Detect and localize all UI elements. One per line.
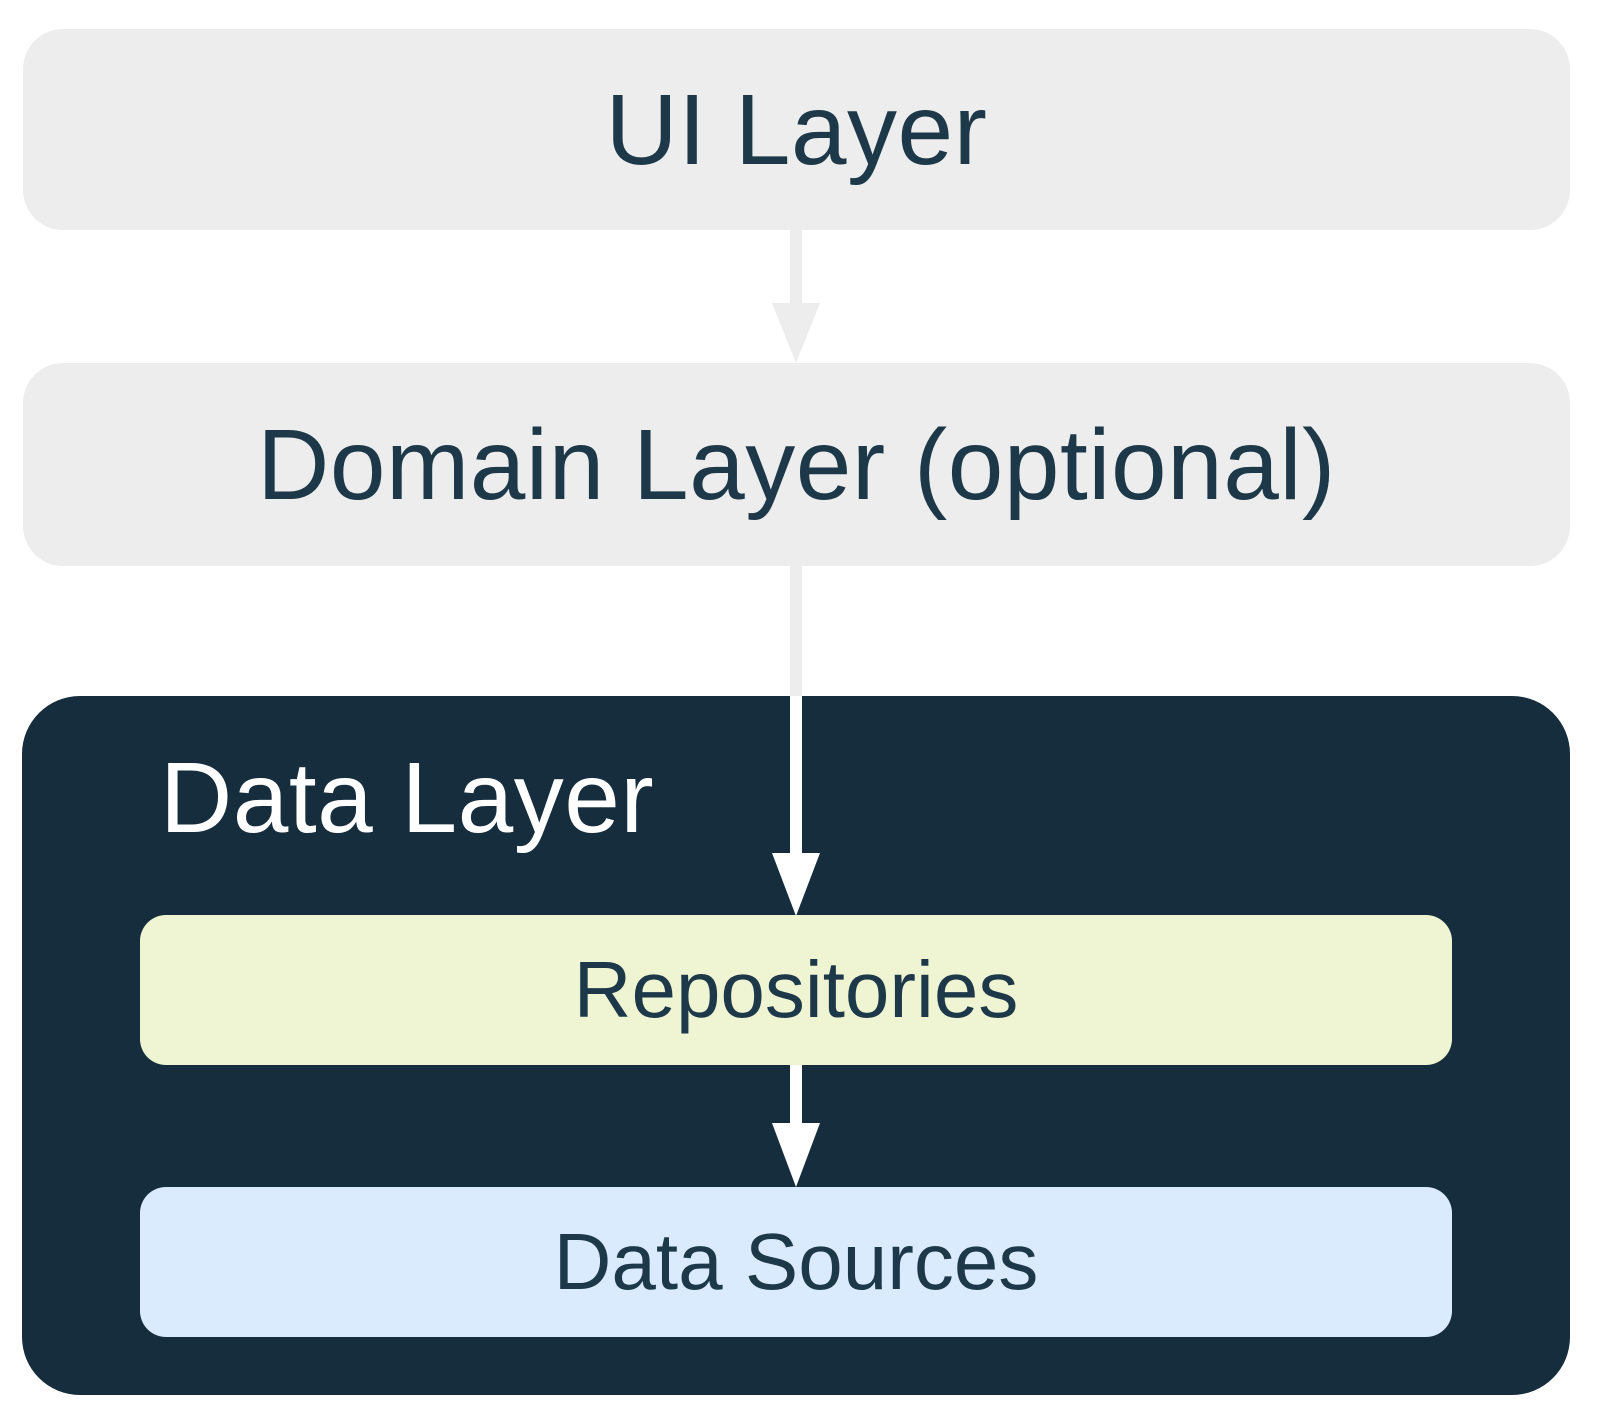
- repositories-label: Repositories: [573, 945, 1019, 1034]
- domain-layer-box: Domain Layer (optional): [23, 363, 1570, 566]
- ui-layer-box: UI Layer: [23, 29, 1570, 230]
- arrow-down-icon: [790, 696, 802, 855]
- arrow-down-icon: [790, 566, 802, 696]
- repositories-box: Repositories: [140, 915, 1452, 1065]
- data-sources-box: Data Sources: [140, 1187, 1452, 1337]
- arrow-down-icon: [790, 230, 802, 305]
- ui-layer-label: UI Layer: [605, 73, 988, 186]
- data-sources-label: Data Sources: [553, 1217, 1039, 1306]
- domain-layer-label: Domain Layer (optional): [257, 408, 1336, 521]
- arrow-down-icon: [772, 303, 820, 363]
- arrow-down-icon: [790, 1065, 802, 1125]
- data-layer-label: Data Layer: [160, 742, 655, 854]
